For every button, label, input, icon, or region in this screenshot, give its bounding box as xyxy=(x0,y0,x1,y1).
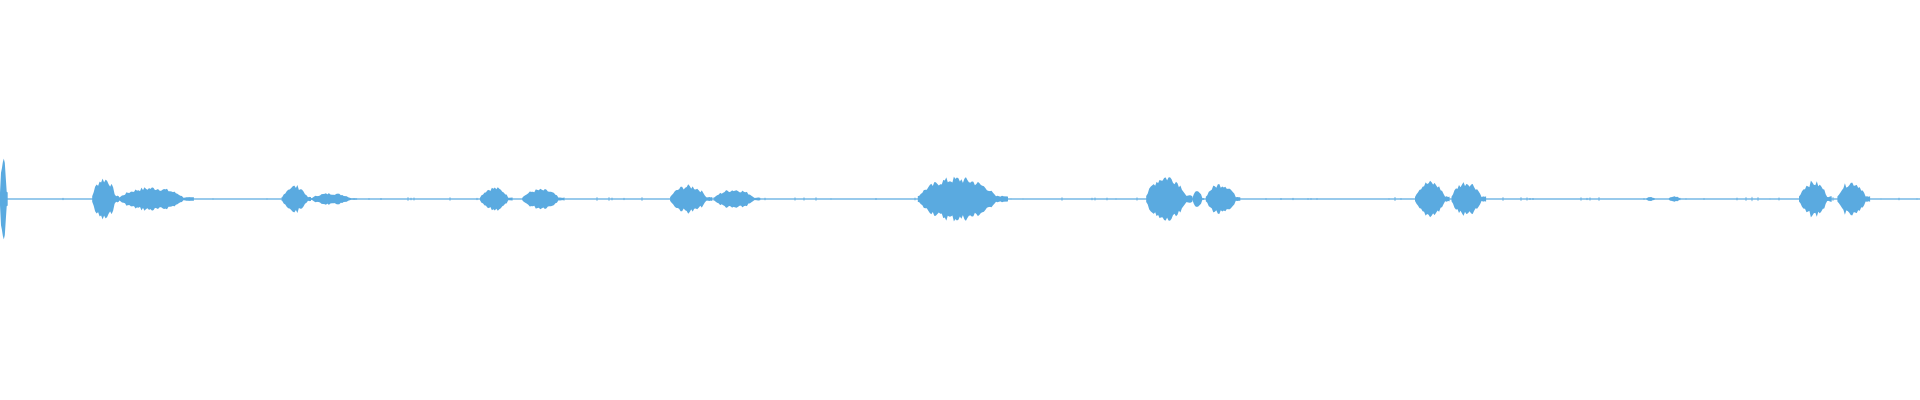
waveform-segment xyxy=(714,190,761,208)
waveform-segments xyxy=(0,158,1918,240)
waveform-segment xyxy=(1668,196,1682,202)
waveform-segment xyxy=(1146,177,1193,221)
waveform-segment xyxy=(119,187,194,211)
waveform-segment xyxy=(0,158,8,240)
waveform-segment xyxy=(92,178,119,220)
waveform-segment xyxy=(522,188,565,210)
waveform-segment xyxy=(311,193,358,205)
waveform-segment xyxy=(1645,197,1657,201)
waveform-segment xyxy=(282,185,311,213)
waveform-segment xyxy=(1192,191,1204,207)
waveform-segment xyxy=(1799,180,1832,218)
waveform-segment xyxy=(480,187,513,211)
waveform-segment xyxy=(1415,180,1450,218)
waveform-segment xyxy=(1837,182,1871,216)
waveform-segment xyxy=(1205,184,1241,214)
waveform-segment xyxy=(670,184,713,214)
waveform-segment xyxy=(1451,182,1487,216)
